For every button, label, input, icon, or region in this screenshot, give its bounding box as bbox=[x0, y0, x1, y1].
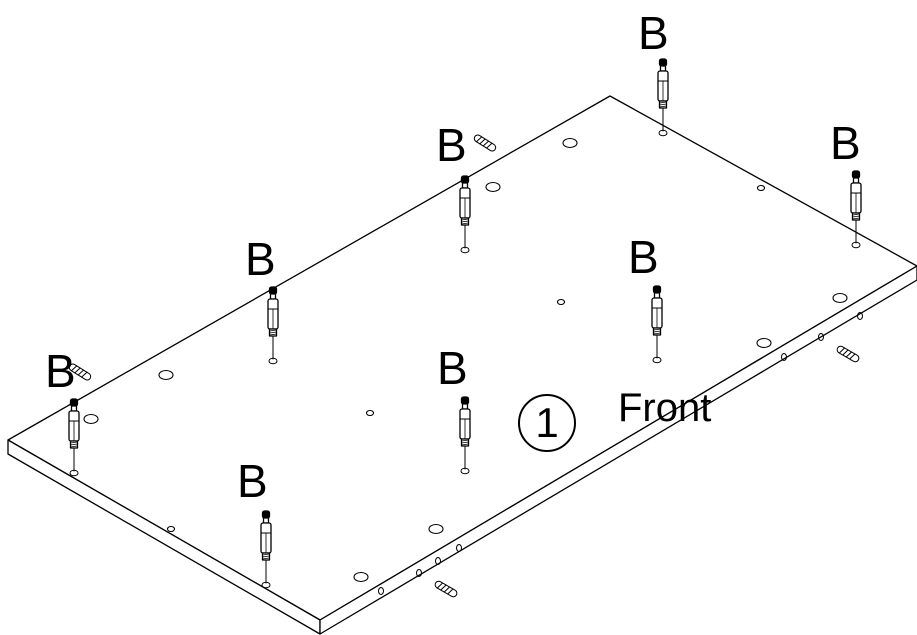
cam-bolt bbox=[68, 398, 80, 477]
cam-bolt bbox=[459, 175, 471, 254]
part-number-badge: 1 bbox=[518, 394, 576, 452]
cam-bolt bbox=[459, 396, 471, 475]
fitting-label-b: B bbox=[437, 342, 468, 394]
fitting-label-b: B bbox=[628, 231, 659, 283]
fitting-label-b: B bbox=[830, 117, 861, 169]
fitting-label-b: B bbox=[436, 119, 467, 171]
cam-bolt bbox=[267, 286, 279, 365]
dowel bbox=[68, 363, 92, 381]
dowel bbox=[473, 134, 497, 152]
dowel bbox=[836, 345, 860, 363]
fitting-label-b: B bbox=[237, 455, 268, 507]
cam-bolts bbox=[68, 58, 862, 589]
fitting-label-b: B bbox=[245, 233, 276, 285]
cam-bolt bbox=[260, 510, 272, 589]
cam-bolt bbox=[651, 285, 663, 364]
panel-holes bbox=[83, 137, 848, 583]
fitting-label-b: B bbox=[45, 345, 76, 397]
fitting-label-b: B bbox=[638, 7, 669, 59]
panel bbox=[7, 95, 917, 635]
dowels bbox=[68, 134, 860, 598]
dowel bbox=[434, 580, 458, 598]
panel-right-edge bbox=[319, 265, 917, 635]
front-side-label: Front bbox=[618, 386, 712, 430]
cam-bolt bbox=[850, 170, 862, 249]
edge-holes bbox=[378, 312, 863, 595]
cam-bolt bbox=[657, 58, 669, 137]
